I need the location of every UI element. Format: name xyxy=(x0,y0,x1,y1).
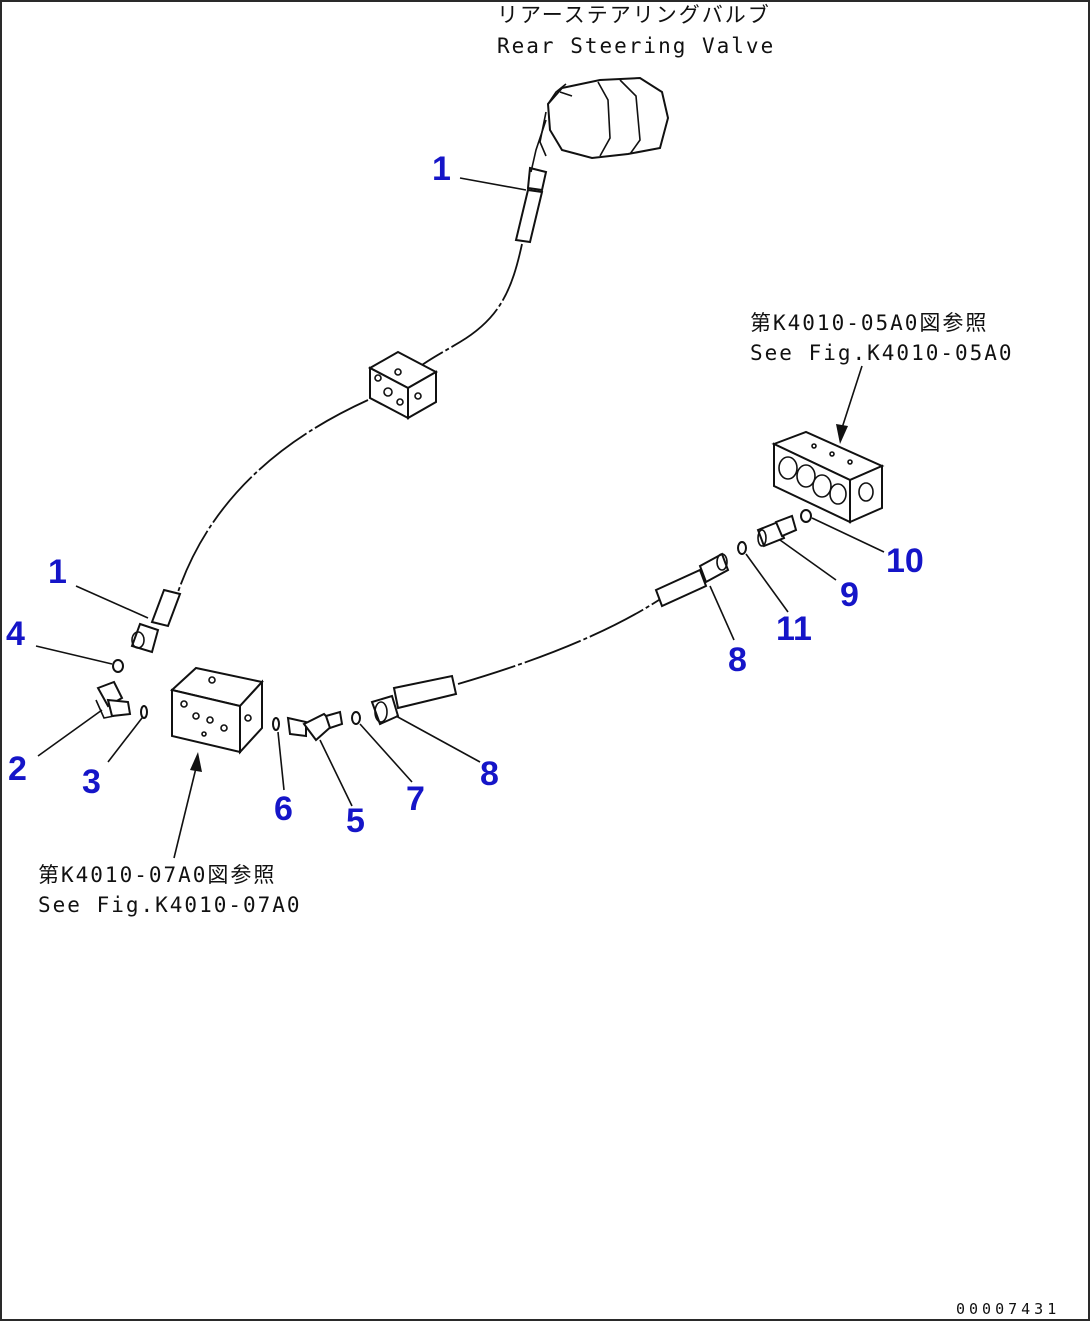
o-ring-6 xyxy=(272,717,280,731)
ref-left-label-jp: 第K4010-07A0図参照 xyxy=(38,863,276,887)
leader-4 xyxy=(35,645,113,665)
o-ring-4 xyxy=(112,659,124,673)
leader-8-right xyxy=(709,585,735,641)
callout-3: 3 xyxy=(82,763,101,801)
callout-11: 11 xyxy=(776,610,812,648)
ref-left-label-en: See Fig.K4010-07A0 xyxy=(38,893,302,917)
ref-right-label-jp: 第K4010-05A0図参照 xyxy=(750,311,988,335)
leader-2 xyxy=(37,709,103,757)
callout-1-top: 1 xyxy=(432,150,451,188)
o-ring-10 xyxy=(800,509,812,523)
leader-6 xyxy=(277,731,285,791)
callout-9: 9 xyxy=(840,576,859,614)
leader-9 xyxy=(779,539,837,581)
connector-9 xyxy=(756,514,798,548)
left-valve-block xyxy=(169,666,264,755)
callout-5: 5 xyxy=(346,802,365,840)
leader-3 xyxy=(107,717,143,763)
callout-4: 4 xyxy=(6,615,25,653)
rear-valve-label-jp: リアーステアリングバルブ xyxy=(497,3,771,27)
leader-7 xyxy=(359,723,413,783)
hose-1-lower xyxy=(130,399,369,654)
middle-junction-block xyxy=(367,350,439,420)
rear-steering-valve xyxy=(539,76,670,160)
ref-arrow-left xyxy=(173,752,202,859)
callout-6: 6 xyxy=(274,790,293,828)
leader-1-top xyxy=(459,177,527,191)
o-ring-7 xyxy=(351,711,361,725)
leader-1-left xyxy=(75,585,149,619)
o-ring-3 xyxy=(140,705,148,719)
leader-5 xyxy=(319,739,353,807)
ref-arrow-right xyxy=(836,365,863,444)
callout-8-left: 8 xyxy=(480,755,499,793)
rear-valve-label-en: Rear Steering Valve xyxy=(497,34,775,58)
elbow-fitting-2 xyxy=(95,680,132,719)
leader-10 xyxy=(811,517,885,553)
leader-11 xyxy=(745,553,789,613)
callout-8-right: 8 xyxy=(728,641,747,679)
leader-8-left xyxy=(395,715,481,763)
callout-2: 2 xyxy=(8,750,27,788)
right-valve-block xyxy=(771,430,885,524)
callout-7: 7 xyxy=(406,780,425,818)
o-ring-11 xyxy=(737,541,747,555)
hose-1-upper xyxy=(417,119,548,369)
hose-8 xyxy=(370,552,730,726)
elbow-fitting-5 xyxy=(286,710,344,742)
callout-1-left: 1 xyxy=(48,553,67,591)
callout-10: 10 xyxy=(886,542,924,580)
ref-right-label-en: See Fig.K4010-05A0 xyxy=(750,341,1014,365)
document-id: 00007431 xyxy=(956,1300,1060,1318)
